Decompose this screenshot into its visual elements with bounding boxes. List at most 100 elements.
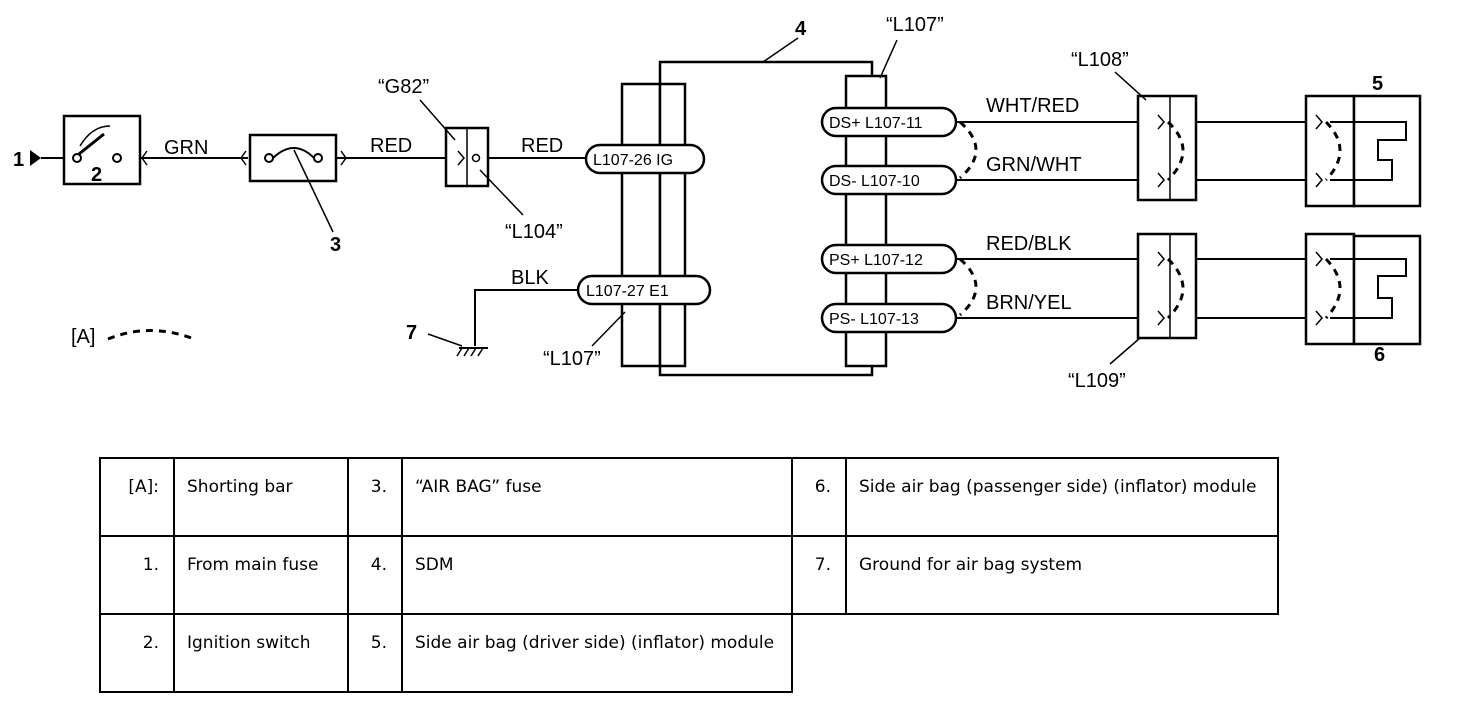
- connector-mark-icon: [1315, 251, 1323, 267]
- leader-4: [762, 37, 799, 63]
- module-5-connector: [1304, 94, 1356, 208]
- inflator-6-icon: [1330, 258, 1407, 319]
- legend-value: Side air bag (driver side) (inflator) mo…: [401, 613, 793, 693]
- switch-contact-left-icon: [72, 153, 82, 163]
- callout-1: 1: [13, 149, 24, 171]
- switch-contact-right-icon: [112, 153, 122, 163]
- legend-key: 5.: [347, 613, 403, 693]
- leader-l109: [1109, 337, 1141, 365]
- wire-label-blk: BLK: [511, 267, 549, 289]
- legend-value: From main fuse: [173, 535, 349, 615]
- wire-label-brn-yel: BRN/YEL: [986, 292, 1072, 314]
- callout-2: 2: [91, 164, 102, 186]
- connector-label-l109: “L109”: [1068, 370, 1126, 392]
- pin-label-ps-minus: PS- L107-13: [829, 311, 919, 328]
- connector-label-l107-bottom: “L107”: [543, 348, 601, 370]
- legend-value: Side air bag (passenger side) (inflator)…: [845, 457, 1279, 537]
- connector-mark-icon: [457, 150, 465, 166]
- connector-mark-icon: [1157, 172, 1165, 188]
- callout-4: 4: [795, 18, 807, 40]
- connector-mark-icon: [1157, 251, 1165, 267]
- wire-label-wht-red: WHT/RED: [986, 95, 1079, 117]
- fuse-terminal-icon: [313, 153, 323, 163]
- callout-3: 3: [330, 234, 341, 256]
- wire-label-red-blk: RED/BLK: [986, 233, 1072, 255]
- connector-mark-icon: [340, 150, 347, 166]
- input-arrow-icon: [30, 150, 41, 166]
- leader-l104: [479, 169, 524, 216]
- legend-value: “AIR BAG” fuse: [401, 457, 793, 537]
- pin-label-ig: L107-26 IG: [593, 152, 673, 169]
- sdm-connector-left: [620, 82, 662, 368]
- pin-ig: [584, 143, 706, 175]
- connector-mark-icon: [1157, 114, 1165, 130]
- connector-label-g82: “G82”: [378, 76, 429, 98]
- pin-label-e1: L107-27 E1: [586, 283, 669, 300]
- module-6-connector: [1304, 232, 1356, 346]
- shorting-bar-marker: [A]: [71, 326, 95, 348]
- legend-row: 2. Ignition switch 5. Side air bag (driv…: [99, 613, 1278, 693]
- legend-key: 1.: [99, 535, 175, 615]
- wire-label-grn: GRN: [164, 137, 208, 159]
- pin-label-ds-minus: DS- L107-10: [829, 173, 920, 190]
- wire-label-red-1: RED: [370, 135, 412, 157]
- connector-mark-icon: [1157, 310, 1165, 326]
- pin-label-ps-plus: PS+ L107-12: [829, 252, 923, 269]
- leader-l107-top: [879, 39, 898, 79]
- connector-mark-icon: [240, 150, 247, 166]
- shorting-bar-module-5-icon: [1324, 120, 1342, 182]
- leader-l107-bottom: [591, 311, 626, 347]
- connector-mark-icon: [1315, 310, 1323, 326]
- switch-arc-icon: [79, 125, 111, 147]
- connector-mark-icon: [1315, 172, 1323, 188]
- fuse-terminal-icon: [264, 153, 274, 163]
- legend-value: Shorting bar: [173, 457, 349, 537]
- legend-key: 6.: [791, 457, 847, 537]
- legend-key: 2.: [99, 613, 175, 693]
- shorting-bar-module-6-icon: [1324, 257, 1342, 320]
- pin-label-ds-plus: DS+ L107-11: [829, 115, 923, 132]
- connector-l108: [1136, 94, 1198, 202]
- sdm-connector-left-inner: [658, 82, 687, 368]
- module-6-body: [1352, 234, 1422, 346]
- wiring-diagram: 1 2 GRN 3 RED “G82” “L104” RED 4 “L107” …: [13, 14, 1422, 392]
- legend-value: Ignition switch: [173, 613, 349, 693]
- connector-l109: [1136, 232, 1198, 340]
- legend-key: [A]:: [99, 457, 175, 537]
- connector-mark-icon: [141, 150, 148, 166]
- leader-g82: [419, 99, 456, 141]
- legend-value: SDM: [401, 535, 793, 615]
- ground-hatch-icon: [456, 347, 484, 357]
- leader-3: [293, 149, 334, 233]
- module-5-body: [1352, 94, 1422, 208]
- legend-row: [A]: Shorting bar 3. “AIR BAG” fuse 6. S…: [99, 457, 1279, 537]
- connector-label-l104: “L104”: [505, 221, 563, 243]
- pin-icon: [471, 153, 481, 163]
- wire-blk: [474, 289, 578, 346]
- legend-key: 7.: [791, 535, 847, 615]
- callout-6: 6: [1374, 344, 1385, 366]
- connector-label-l108: “L108”: [1071, 49, 1129, 71]
- connector-label-l107-top: “L107”: [886, 14, 944, 36]
- leader-l108: [1114, 71, 1147, 101]
- callout-5: 5: [1372, 73, 1383, 95]
- leader-7: [427, 333, 463, 347]
- connector-mark-icon: [1315, 114, 1323, 130]
- legend-empty-cell: [846, 614, 1278, 692]
- shorting-bar-symbol-icon: [107, 329, 195, 341]
- wire-label-grn-wht: GRN/WHT: [986, 154, 1082, 176]
- shorting-bar-sdm-passenger-icon: [959, 257, 978, 317]
- callout-7: 7: [406, 322, 417, 344]
- legend-key: 4.: [347, 535, 403, 615]
- wire-label-red-2: RED: [521, 135, 563, 157]
- inflator-5-icon: [1330, 121, 1407, 181]
- airbag-fuse-box: [248, 133, 338, 183]
- switch-lever-icon: [78, 132, 105, 156]
- legend-table: [A]: Shorting bar 3. “AIR BAG” fuse 6. S…: [99, 457, 1279, 693]
- legend-row: 1. From main fuse 4. SDM 7. Ground for a…: [99, 535, 1279, 615]
- legend-key: 3.: [347, 457, 403, 537]
- legend-value: Ground for air bag system: [845, 535, 1279, 615]
- shorting-bar-sdm-driver-icon: [959, 120, 978, 180]
- legend-empty-cell: [792, 614, 846, 692]
- fuse-element-icon: [272, 147, 315, 159]
